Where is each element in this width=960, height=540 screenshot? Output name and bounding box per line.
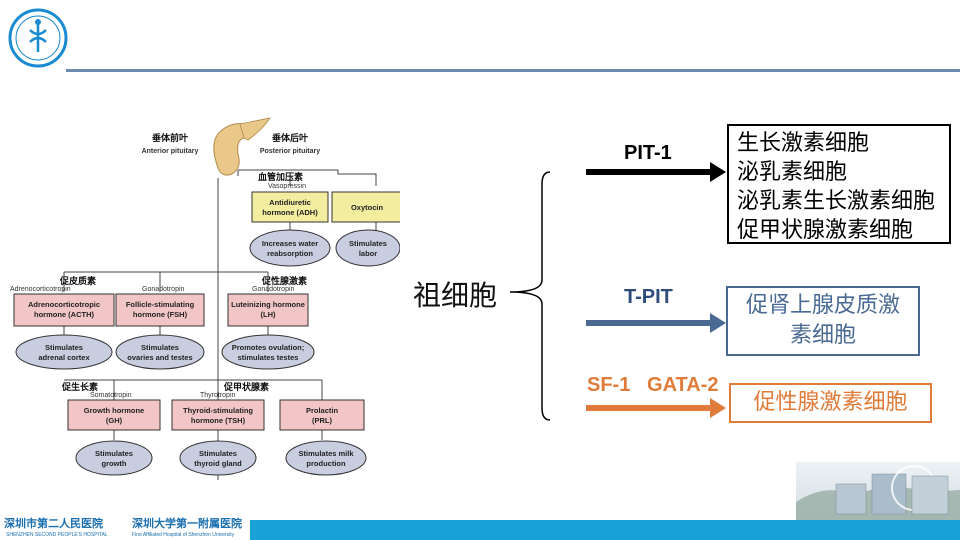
hospital1-name-en: SHENZHEN SECOND PEOPLE'S HOSPITAL bbox=[6, 532, 108, 538]
pit1-label: PIT-1 bbox=[624, 142, 672, 164]
lh-effect-line2: stimulates testes bbox=[238, 353, 299, 362]
fsh-box-line1: Follicle-stimulating bbox=[126, 300, 195, 309]
adh-line2: hormone (ADH) bbox=[262, 208, 318, 217]
acth-zh-label: 促皮质素 bbox=[59, 275, 96, 287]
tsh-effect-ellipse bbox=[179, 440, 257, 476]
pituitary-gland-illustration bbox=[213, 123, 245, 176]
acth-effect-ellipse bbox=[15, 334, 113, 370]
prl-box-line2: (PRL) bbox=[312, 416, 332, 425]
gh-box bbox=[67, 399, 161, 431]
hospital2-name-en: First Affiliated Hospital of Shenzhen Un… bbox=[132, 532, 235, 538]
progenitor-cell-label: 祖细胞 bbox=[413, 279, 498, 312]
lh-effect-ellipse bbox=[221, 334, 315, 370]
hospital-building-photo bbox=[796, 462, 960, 522]
adh-effect-line1: Increases water bbox=[262, 239, 318, 248]
anterior-pituitary-zh-label: 垂体前叶 bbox=[152, 132, 188, 144]
vasopressin-zh-label: 血管加压素 bbox=[258, 171, 303, 183]
fsh-effect-line1: Stimulates bbox=[141, 343, 179, 352]
lh-box-line2: (LH) bbox=[261, 310, 276, 319]
sf1-gata2-label: SF-1 GATA-2 bbox=[587, 374, 719, 396]
prl-box bbox=[279, 399, 365, 431]
hospital1-name-zh: 深圳市第二人民医院 bbox=[4, 517, 103, 530]
header-divider bbox=[66, 69, 960, 72]
gh-effect-line1: Stimulates bbox=[95, 449, 133, 458]
acth-effect-line2: adrenal cortex bbox=[38, 353, 90, 362]
tsh-box-line2: hormone (TSH) bbox=[191, 416, 246, 425]
oxytocin-effect-line2: labor bbox=[359, 249, 377, 258]
tsh-en-label: Thyrotropin bbox=[200, 392, 236, 399]
gh-en-label: Somatotropin bbox=[90, 392, 132, 399]
cell-type-acth-line2: 素细胞 bbox=[789, 323, 856, 348]
cell-type-gh: 生长激素细胞 bbox=[737, 131, 870, 156]
adh-box bbox=[251, 191, 329, 223]
cell-type-prl: 泌乳素细胞 bbox=[737, 160, 848, 185]
prl-effect-ellipse bbox=[285, 440, 367, 476]
fsh-box-line2: hormone (FSH) bbox=[133, 310, 188, 319]
gh-box-line1: Growth hormone bbox=[84, 406, 144, 415]
gh-effect-ellipse bbox=[75, 440, 153, 476]
lh-box-line1: Luteinizing hormone bbox=[231, 300, 305, 309]
hospital-emblem-icon bbox=[8, 8, 68, 68]
acth-effect-line1: Stimulates bbox=[45, 343, 83, 352]
prl-effect-line1: Stimulates milk bbox=[298, 449, 354, 458]
hospital2-name-zh: 深圳大学第一附属医院 bbox=[132, 517, 242, 530]
gonadotropin-en-label-2: Gonadotropin bbox=[252, 286, 295, 293]
oxytocin-box bbox=[331, 191, 400, 223]
adh-line1: Antidiuretic bbox=[269, 198, 311, 207]
adh-effect-line2: reabsorption bbox=[267, 249, 313, 258]
cell-type-mammosomatotroph: 泌乳素生长激素细胞 bbox=[737, 189, 936, 214]
oxytocin-effect-ellipse bbox=[335, 229, 400, 267]
fsh-box bbox=[115, 293, 205, 327]
acth-en-label: Adrenocorticotropin bbox=[10, 286, 71, 293]
posterior-pituitary-en-label: Posterior pituitary bbox=[260, 148, 320, 155]
footer-hospital-names: 深圳市第二人民医院 SHENZHEN SECOND PEOPLE'S HOSPI… bbox=[0, 514, 252, 540]
vasopressin-en-label: Vasopressin bbox=[268, 183, 306, 190]
acth-box bbox=[13, 293, 115, 327]
tsh-zh-label: 促甲状腺素 bbox=[223, 381, 269, 393]
tsh-box-line1: Thyroid-stimulating bbox=[183, 406, 253, 415]
footer-accent-band bbox=[250, 520, 960, 540]
cell-type-acth-line1: 促肾上腺皮质激 bbox=[745, 293, 900, 318]
tsh-effect-line2: thyroid gland bbox=[194, 459, 242, 468]
lh-effect-line1: Promotes ovulation; bbox=[232, 343, 305, 352]
tpit-cells-box: 促肾上腺皮质激 素细胞 bbox=[726, 286, 920, 356]
cell-type-tsh: 促甲状腺激素细胞 bbox=[737, 218, 914, 243]
fsh-effect-ellipse bbox=[115, 334, 205, 370]
gh-effect-line2: growth bbox=[102, 459, 127, 468]
tpit-label: T-PIT bbox=[624, 286, 673, 308]
oxytocin-label: Oxytocin bbox=[351, 203, 384, 212]
adh-effect-ellipse bbox=[249, 229, 331, 267]
lineage-brace-and-arrows bbox=[509, 162, 726, 421]
posterior-pituitary-zh-label: 垂体后叶 bbox=[272, 132, 308, 144]
prl-effect-line2: production bbox=[306, 459, 346, 468]
cell-type-gonadotroph: 促性腺激素细胞 bbox=[753, 390, 908, 415]
pituitary-hormone-diagram: 垂体前叶 Anterior pituitary 垂体后叶 Posterior p… bbox=[10, 117, 400, 480]
anterior-pituitary-en-label: Anterior pituitary bbox=[142, 148, 199, 155]
prl-box-line1: Prolactin bbox=[306, 406, 339, 415]
gonadotropin-en-label-1: Gonadotropin bbox=[142, 286, 185, 293]
oxytocin-effect-line1: Stimulates bbox=[349, 239, 387, 248]
lineage-brace bbox=[509, 171, 551, 421]
acth-box-line1: Adrenocorticotropic bbox=[28, 300, 100, 309]
gonadotropin-zh-label: 促性腺激素 bbox=[261, 275, 307, 287]
fsh-effect-line2: ovaries and testes bbox=[127, 353, 192, 362]
lh-box bbox=[227, 293, 309, 327]
tsh-effect-line1: Stimulates bbox=[199, 449, 237, 458]
sf1-cells-box: 促性腺激素细胞 bbox=[729, 383, 932, 423]
acth-box-line2: hormone (ACTH) bbox=[34, 310, 94, 319]
gh-box-line2: (GH) bbox=[106, 416, 123, 425]
pit1-cells-box: 生长激素细胞 泌乳素细胞 泌乳素生长激素细胞 促甲状腺激素细胞 bbox=[727, 124, 951, 244]
tsh-box bbox=[171, 399, 265, 431]
gh-zh-label: 促生长素 bbox=[61, 381, 98, 393]
